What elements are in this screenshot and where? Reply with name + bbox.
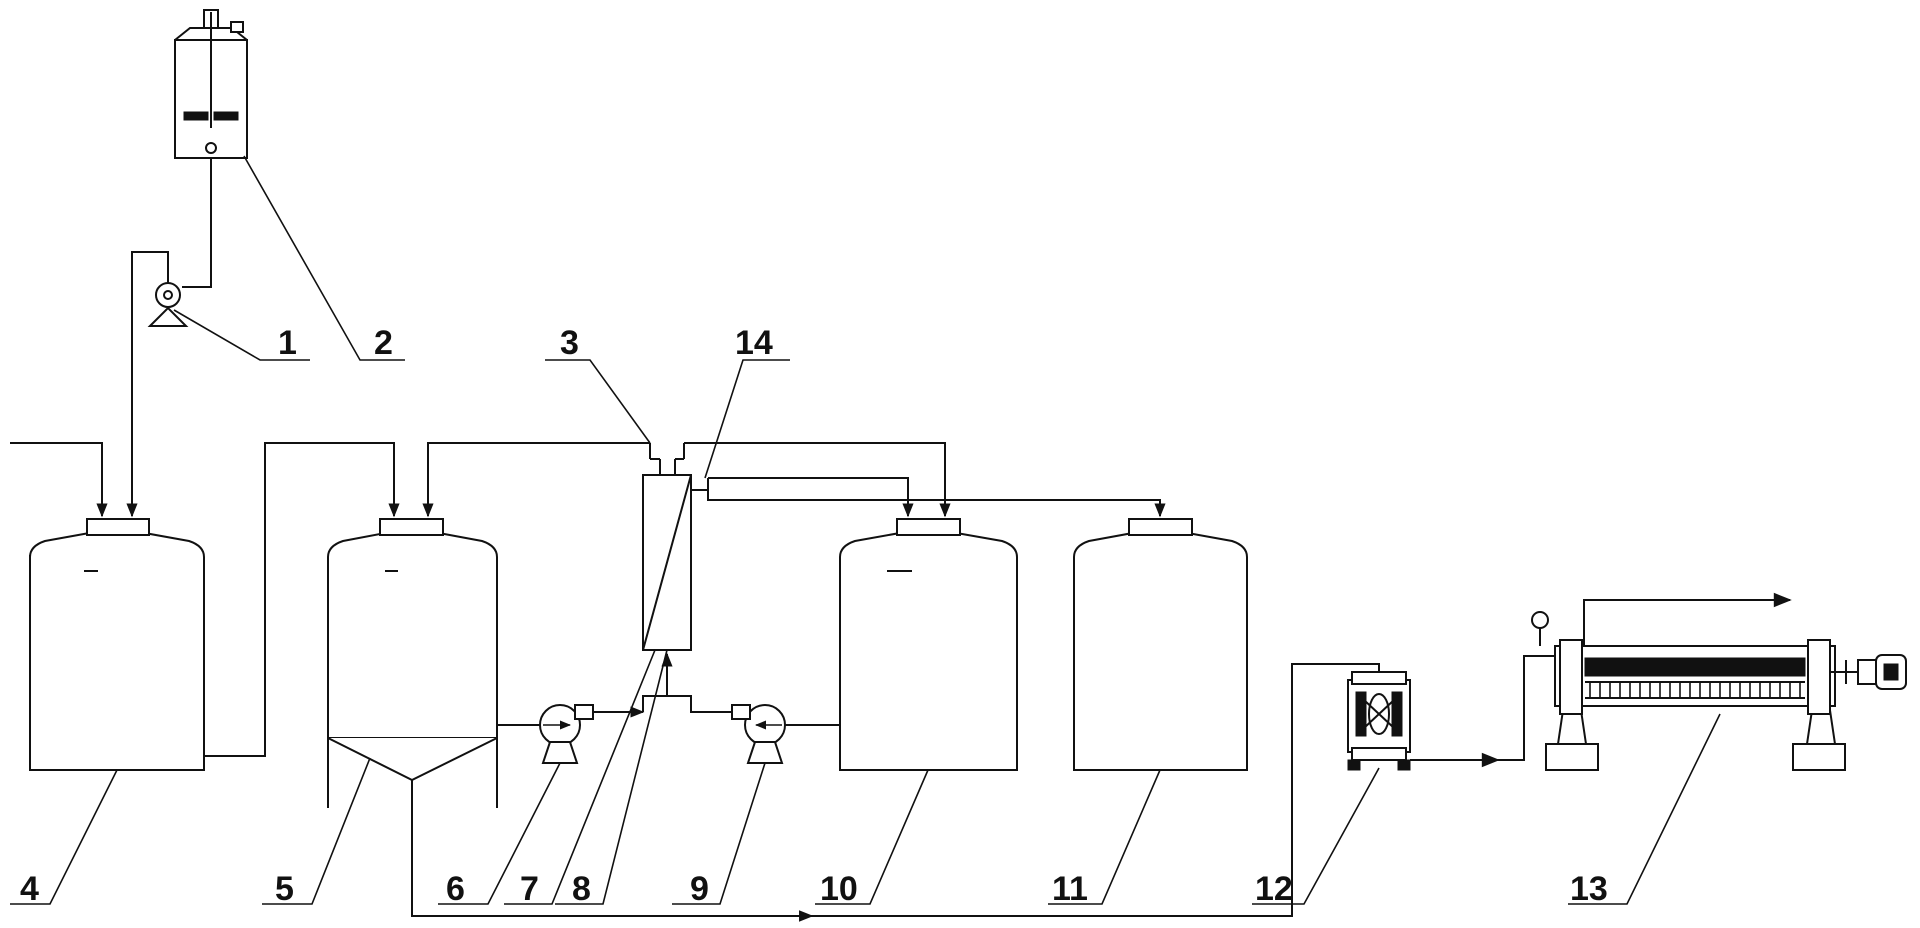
piping [10,158,1792,922]
storage-tank [29,518,205,771]
label-14: 14 [735,324,773,362]
leader-lines [10,155,1721,905]
filter-press [1531,611,1907,771]
label-5: 5 [275,870,294,908]
label-8: 8 [572,870,591,908]
label-12: 12 [1255,870,1293,908]
label-13: 13 [1570,870,1608,908]
equipment-labels: 1 2 3 14 4 5 6 7 8 9 10 11 12 13 [20,324,1608,908]
tank-10 [839,518,1018,771]
reaction-tank [327,518,498,808]
label-1: 1 [278,324,297,362]
pump-9 [731,704,786,764]
label-10: 10 [820,870,858,908]
dosing-tank [174,9,248,159]
diaphragm-pump [1347,671,1411,771]
pipeline-mixer [642,443,709,651]
dosing-pump [147,282,189,327]
label-7: 7 [520,870,539,908]
label-11: 11 [1052,870,1088,908]
label-6: 6 [446,870,465,908]
pump-6 [539,704,594,764]
label-4: 4 [20,870,39,908]
tank-11 [1073,518,1248,771]
label-2: 2 [374,324,393,362]
label-3: 3 [560,324,579,362]
label-9: 9 [690,870,709,908]
